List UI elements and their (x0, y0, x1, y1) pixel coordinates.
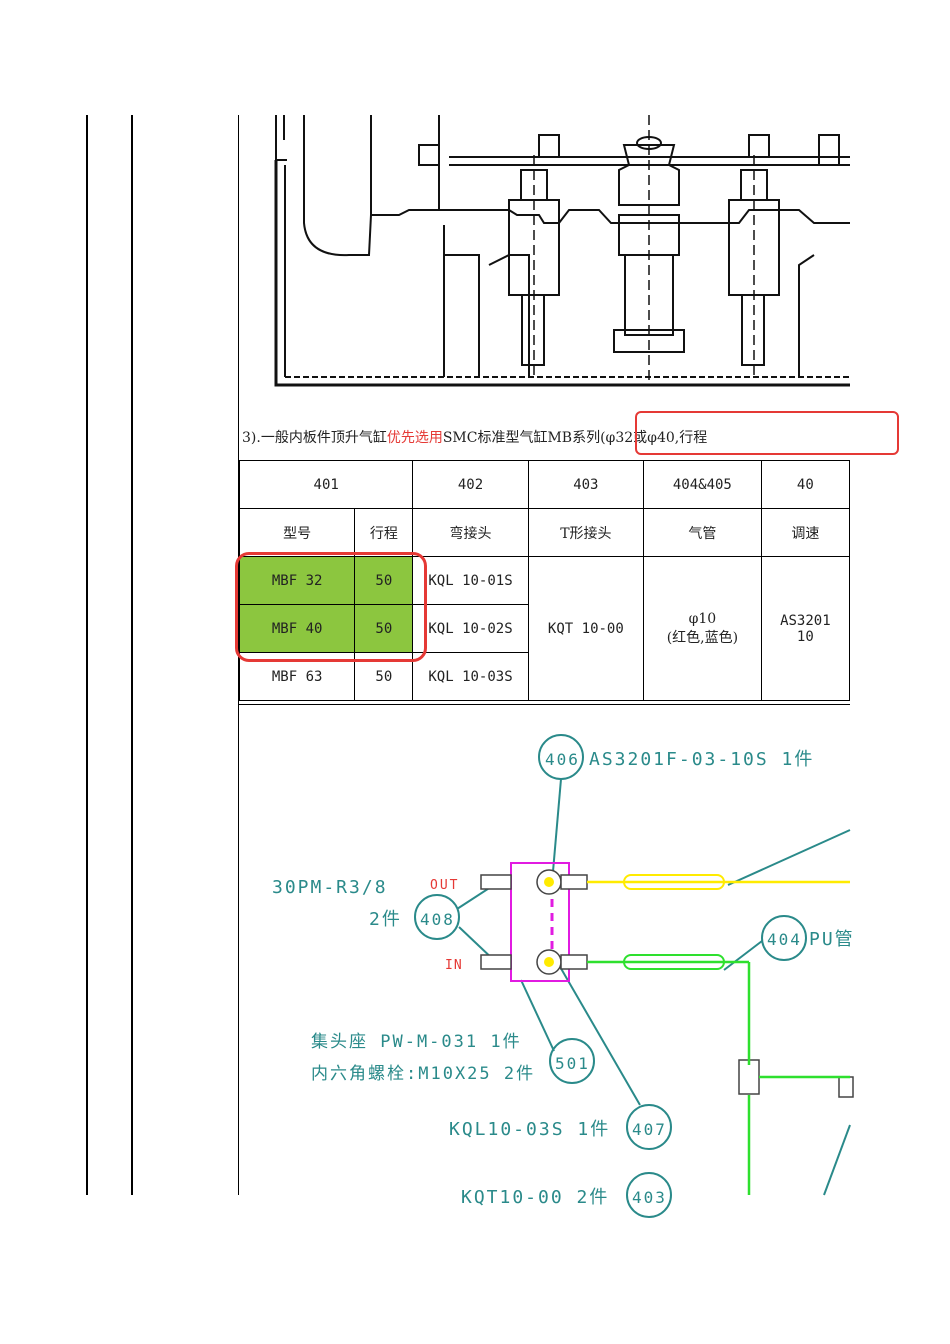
hose-cell: φ10 (红色,蓝色) (643, 556, 762, 701)
tee-cell: KQT 10-00 (527, 556, 645, 701)
balloon-406-text: 406 (545, 750, 580, 769)
col-stroke: 行程 (354, 508, 414, 557)
col-tee: T形接头 (527, 508, 645, 557)
out-label: OUT (430, 878, 459, 893)
table-row: MBF 40 50 KQL 10-02S (238, 604, 850, 653)
caption-suffix: SMC标准型气缸MB系列(φ32或φ40,行程 (442, 430, 708, 446)
balloon-407 (626, 1104, 672, 1150)
label-407: KQL10-03S 1件 (449, 1119, 610, 1140)
header-402: 402 (412, 460, 529, 509)
selection-red-outline (235, 552, 427, 662)
balloon-501 (549, 1038, 595, 1084)
speed-suffix: 10 (796, 628, 814, 645)
hose-colors: (红色,蓝色) (666, 629, 739, 646)
header-403: 403 (527, 460, 645, 509)
col-speed: 调速 (760, 508, 851, 557)
caption-red-outline (635, 411, 899, 455)
label-manifold: 集头座 PW-M-031 1件 (311, 1032, 522, 1052)
col-model: 型号 (238, 508, 356, 557)
balloon-501-text: 501 (555, 1054, 590, 1073)
hose-size: φ10 (688, 610, 717, 627)
pneumatic-schematic: 406 AS3201F-03-10S 1件 30PM-R3/8 2件 408 O… (272, 734, 854, 1218)
parts-table: 401 402 403 404&405 40 型号 行程 弯接头 T形接头 气管… (238, 460, 851, 701)
divider (239, 704, 850, 705)
header-404-405: 404&405 (643, 460, 762, 509)
label-bolt: 内六角螺栓:M10X25 2件 (311, 1064, 535, 1084)
in-label: IN (445, 958, 463, 973)
frame-line-left (86, 115, 88, 1195)
table-row: MBF 32 50 KQL 10-01S KQT 10-00 φ10 (红色,蓝… (238, 556, 851, 701)
model-cell: MBF 32 (238, 556, 356, 605)
balloon-403 (626, 1172, 672, 1218)
elbow-cell: KQL 10-03S (412, 652, 529, 701)
speed-model: AS3201 (780, 612, 831, 629)
caption-highlight: 优先选用 (386, 430, 443, 446)
manifold-block (510, 862, 570, 982)
tee-fitting (738, 1059, 760, 1095)
elbow-cell: KQL 10-01S (412, 556, 529, 605)
label-30pm: 30PM-R3/8 (272, 877, 388, 898)
label-406: AS3201F-03-10S 1件 (589, 749, 814, 770)
label-bottom: KQT10-00 2件 (461, 1187, 609, 1208)
header-name-row: 型号 行程 弯接头 T形接头 气管 调速 (238, 508, 851, 557)
col-elbow: 弯接头 (412, 508, 529, 557)
stroke-cell: 50 (354, 604, 414, 653)
balloon-404-text: 404 (767, 930, 802, 949)
frame-line-middle (131, 115, 133, 1195)
label-2pcs: 2件 (369, 909, 402, 930)
header-401: 401 (238, 460, 414, 509)
balloon-408 (414, 894, 460, 940)
caption-prefix: 3).一般内板件顶升气缸 (242, 430, 387, 446)
caption-line: 3).一般内板件顶升气缸优先选用SMC标准型气缸MB系列(φ32或φ40,行程 (242, 427, 707, 447)
elbow-cell: KQL 10-02S (412, 604, 529, 653)
balloon-408-text: 408 (420, 910, 455, 929)
mechanical-drawing (274, 115, 850, 387)
header-number-row: 401 402 403 404&405 40 (238, 460, 851, 509)
balloon-407-text: 407 (632, 1120, 667, 1139)
balloon-404 (761, 915, 807, 961)
model-cell: MBF 40 (238, 604, 356, 653)
label-404: PU管 (809, 929, 855, 950)
speed-cell: AS3201 10 (760, 556, 851, 701)
balloon-bottom-text: 403 (632, 1188, 667, 1207)
content-area: 3).一般内板件顶升气缸优先选用SMC标准型气缸MB系列(φ32或φ40,行程 … (235, 115, 899, 1218)
header-406: 40 (760, 460, 851, 509)
col-hose: 气管 (643, 508, 762, 557)
